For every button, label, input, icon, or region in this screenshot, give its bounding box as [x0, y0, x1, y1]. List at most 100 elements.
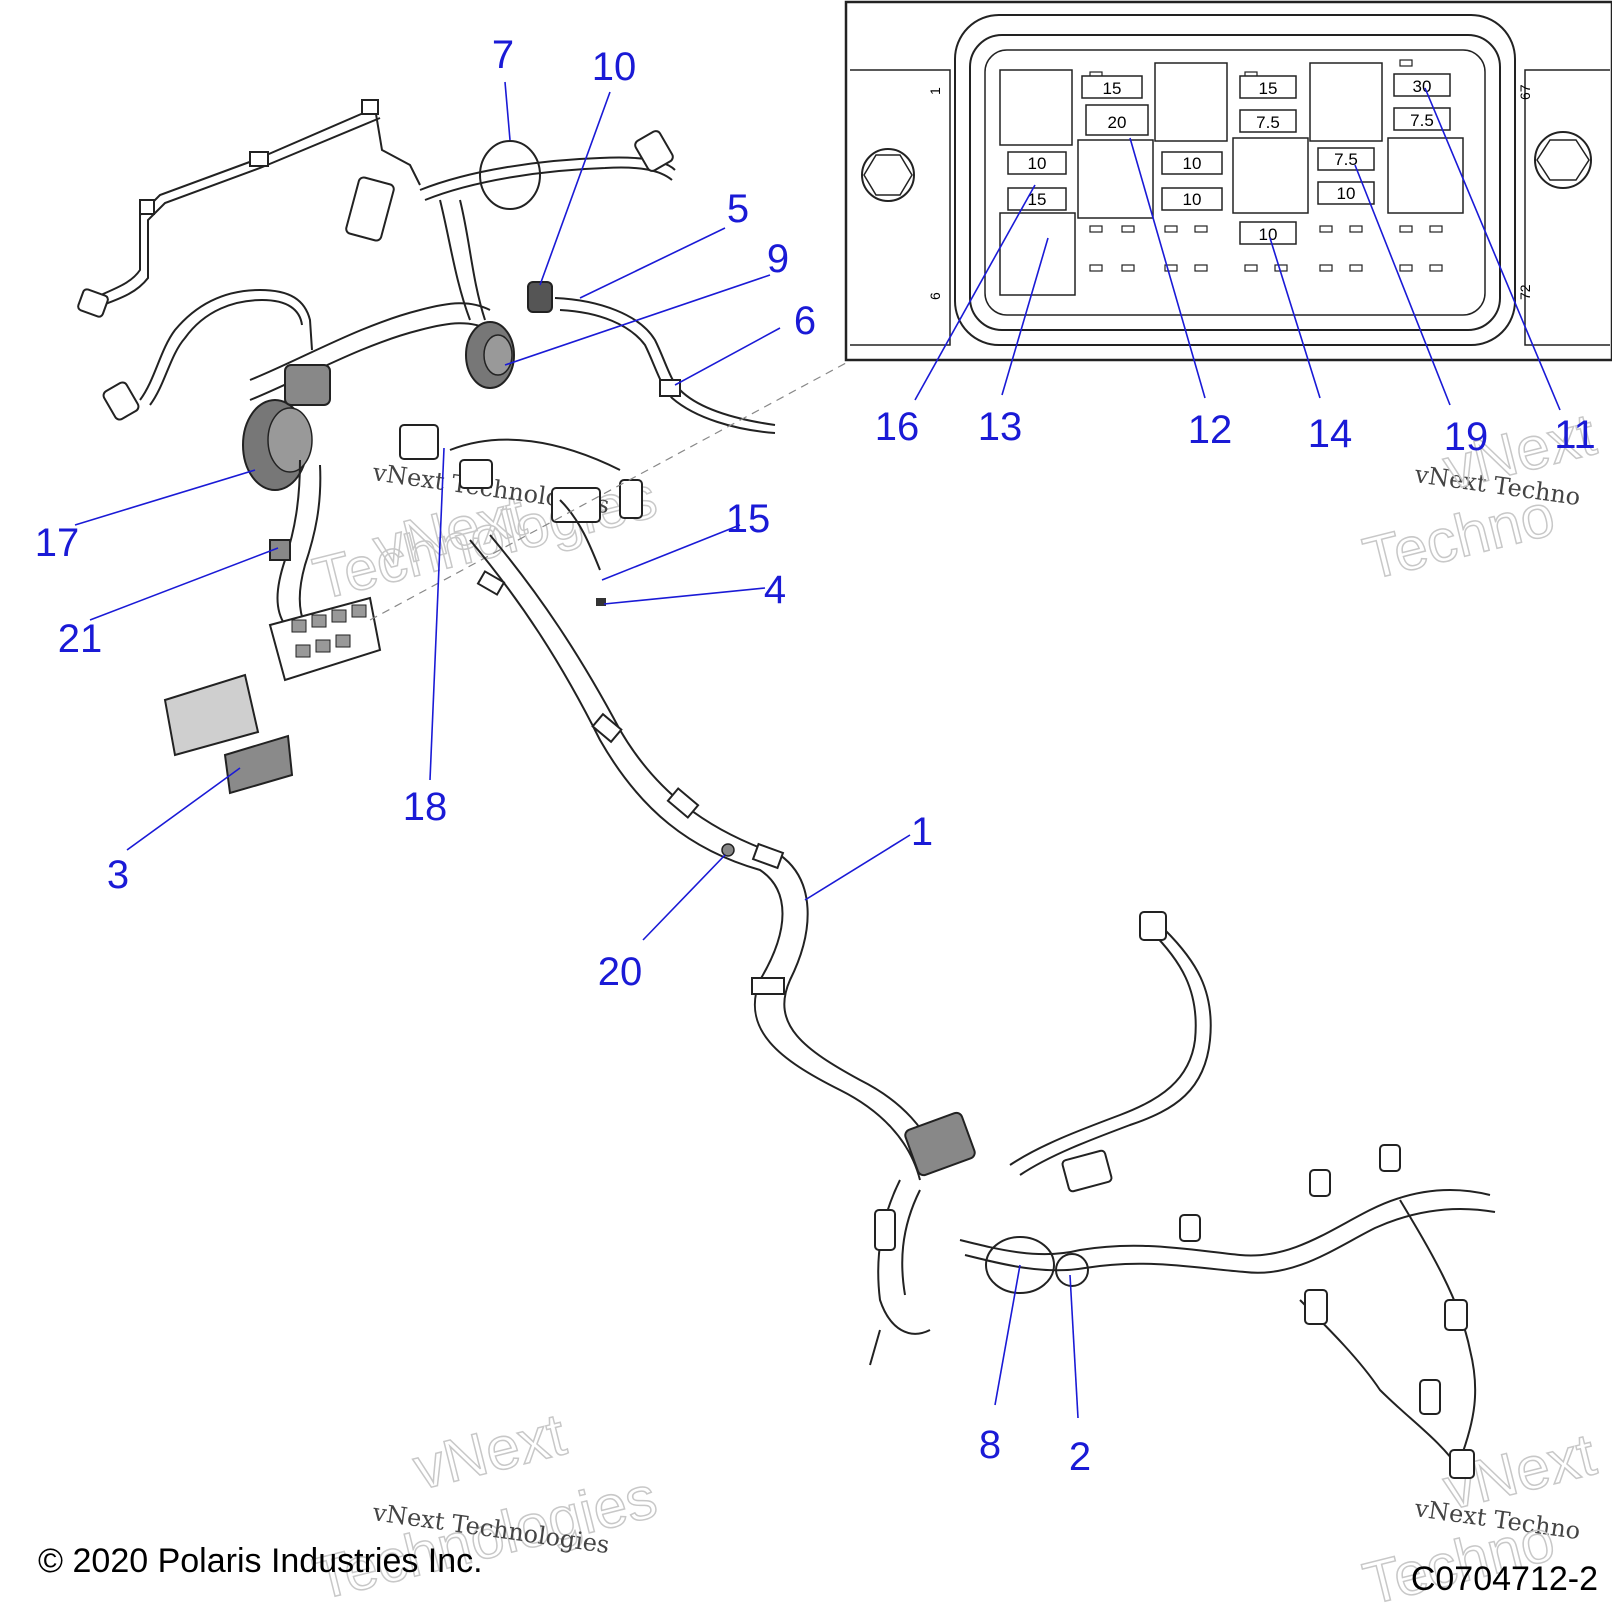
fuse-rating: 10: [1337, 184, 1356, 203]
callout-3: 3: [107, 853, 129, 897]
inset-mount-right: [1524, 69, 1610, 346]
clip: [666, 787, 700, 819]
fuse: [1393, 73, 1451, 97]
housing-outer: [954, 14, 1516, 346]
fuse-rating: 10: [1183, 154, 1202, 173]
harness-lead: [869, 1329, 881, 1366]
leader-19: [1354, 164, 1451, 406]
clip: [751, 842, 785, 870]
harness-branch-left: [877, 1179, 931, 1335]
grommet-inner: [267, 407, 313, 473]
fuse-box-cover: [163, 673, 260, 757]
wire-loop: [479, 140, 541, 210]
leader-3: [126, 767, 241, 851]
figure-id: C0704712-2: [1411, 1560, 1598, 1598]
connector: [874, 1209, 896, 1251]
harness-branch-6: [554, 297, 776, 426]
leader-18: [429, 447, 445, 781]
callout-labels: 7 10 5 9 6 17 21 18 3 15 4 1 20 8 2 16 1…: [35, 33, 1596, 1479]
housing-inner: [969, 34, 1501, 331]
wire-loop-2: [1055, 1253, 1089, 1287]
harness-main-left: [469, 539, 921, 1181]
leader-15: [601, 524, 741, 581]
leader-13: [1001, 237, 1049, 396]
fuse: [1239, 221, 1297, 245]
harness-branch-6-outline: [559, 309, 776, 434]
clip: [476, 570, 506, 596]
harness-riser-outline: [459, 199, 486, 321]
fuse-box-inset: 15 20 10 15 10 10 15 7.5 10 7.5 10 30 7.…: [844, 0, 1612, 362]
bolt-right: [1534, 131, 1592, 189]
bolt-hex: [1536, 139, 1590, 181]
fuse: [1239, 75, 1297, 99]
callout-13: 13: [978, 405, 1023, 449]
leader-17: [74, 469, 256, 526]
label-sticker: [223, 734, 294, 795]
connector: [1449, 1449, 1475, 1479]
clip: [751, 977, 785, 995]
harness-branch-left-outline: [149, 298, 303, 406]
callout-15: 15: [726, 497, 771, 541]
callout-4: 4: [764, 568, 786, 612]
fuse-rating: 7.5: [1256, 113, 1280, 132]
fuses: [1007, 73, 1451, 245]
fuse: [1317, 147, 1375, 171]
reference-line: [369, 349, 871, 621]
leader-12: [1129, 137, 1206, 399]
leader-2: [1069, 1274, 1079, 1419]
leader-10: [539, 91, 611, 286]
clip: [249, 151, 269, 167]
grommet-inner: [483, 334, 513, 376]
connector-dark: [527, 281, 553, 313]
connector: [77, 288, 109, 318]
fuse-rating: 7.5: [1410, 111, 1434, 130]
relay: [1309, 62, 1383, 142]
fuse-rating: 7.5: [1334, 150, 1358, 169]
fuse-rating: 10: [1183, 190, 1202, 209]
harness-branch-upper: [1009, 929, 1197, 1166]
leader-7: [504, 81, 511, 141]
grommet-cap: [284, 364, 331, 406]
edge-number: 6: [927, 292, 943, 300]
callout-10: 10: [592, 45, 637, 89]
clip: [361, 99, 379, 115]
harness-branch-right-outline: [964, 1208, 1496, 1274]
harness-center: [449, 438, 621, 471]
connector: [1304, 1289, 1328, 1325]
callout-12: 12: [1188, 408, 1233, 452]
leader-9: [504, 274, 771, 366]
connector: [1379, 1144, 1401, 1172]
bolt-left: [861, 148, 915, 202]
main-trunk: [469, 534, 941, 1181]
callout-5: 5: [727, 187, 749, 231]
callout-11: 11: [1554, 413, 1596, 457]
relay: [1232, 137, 1309, 214]
harness-branch-left: [139, 288, 313, 401]
edge-number: 1: [927, 87, 943, 95]
callout-17: 17: [35, 521, 80, 565]
harness-branch-down-2: [1399, 1199, 1477, 1461]
clip: [591, 712, 623, 744]
relay: [1077, 139, 1154, 219]
fuse: [1007, 151, 1067, 175]
connector-center: [399, 424, 439, 460]
fuse-rating: 15: [1103, 79, 1122, 98]
harness-stem-outline: [298, 464, 322, 626]
harness-branch-left-outline: [901, 1189, 921, 1296]
leader-1: [804, 834, 911, 901]
connector: [1139, 911, 1167, 941]
terminal-4: [596, 598, 606, 606]
fuse-rating: 15: [1259, 79, 1278, 98]
connector: [1419, 1379, 1441, 1415]
leader-21: [89, 547, 279, 621]
fuse: [1317, 181, 1375, 205]
leader-5: [579, 227, 726, 299]
fuse-rating: 20: [1108, 113, 1127, 132]
fuse: [1239, 109, 1297, 133]
harness-lead-15: [559, 499, 601, 571]
callout-20: 20: [598, 950, 643, 994]
housing-floor: [984, 49, 1486, 316]
harness-branch-right: [959, 1189, 1491, 1257]
